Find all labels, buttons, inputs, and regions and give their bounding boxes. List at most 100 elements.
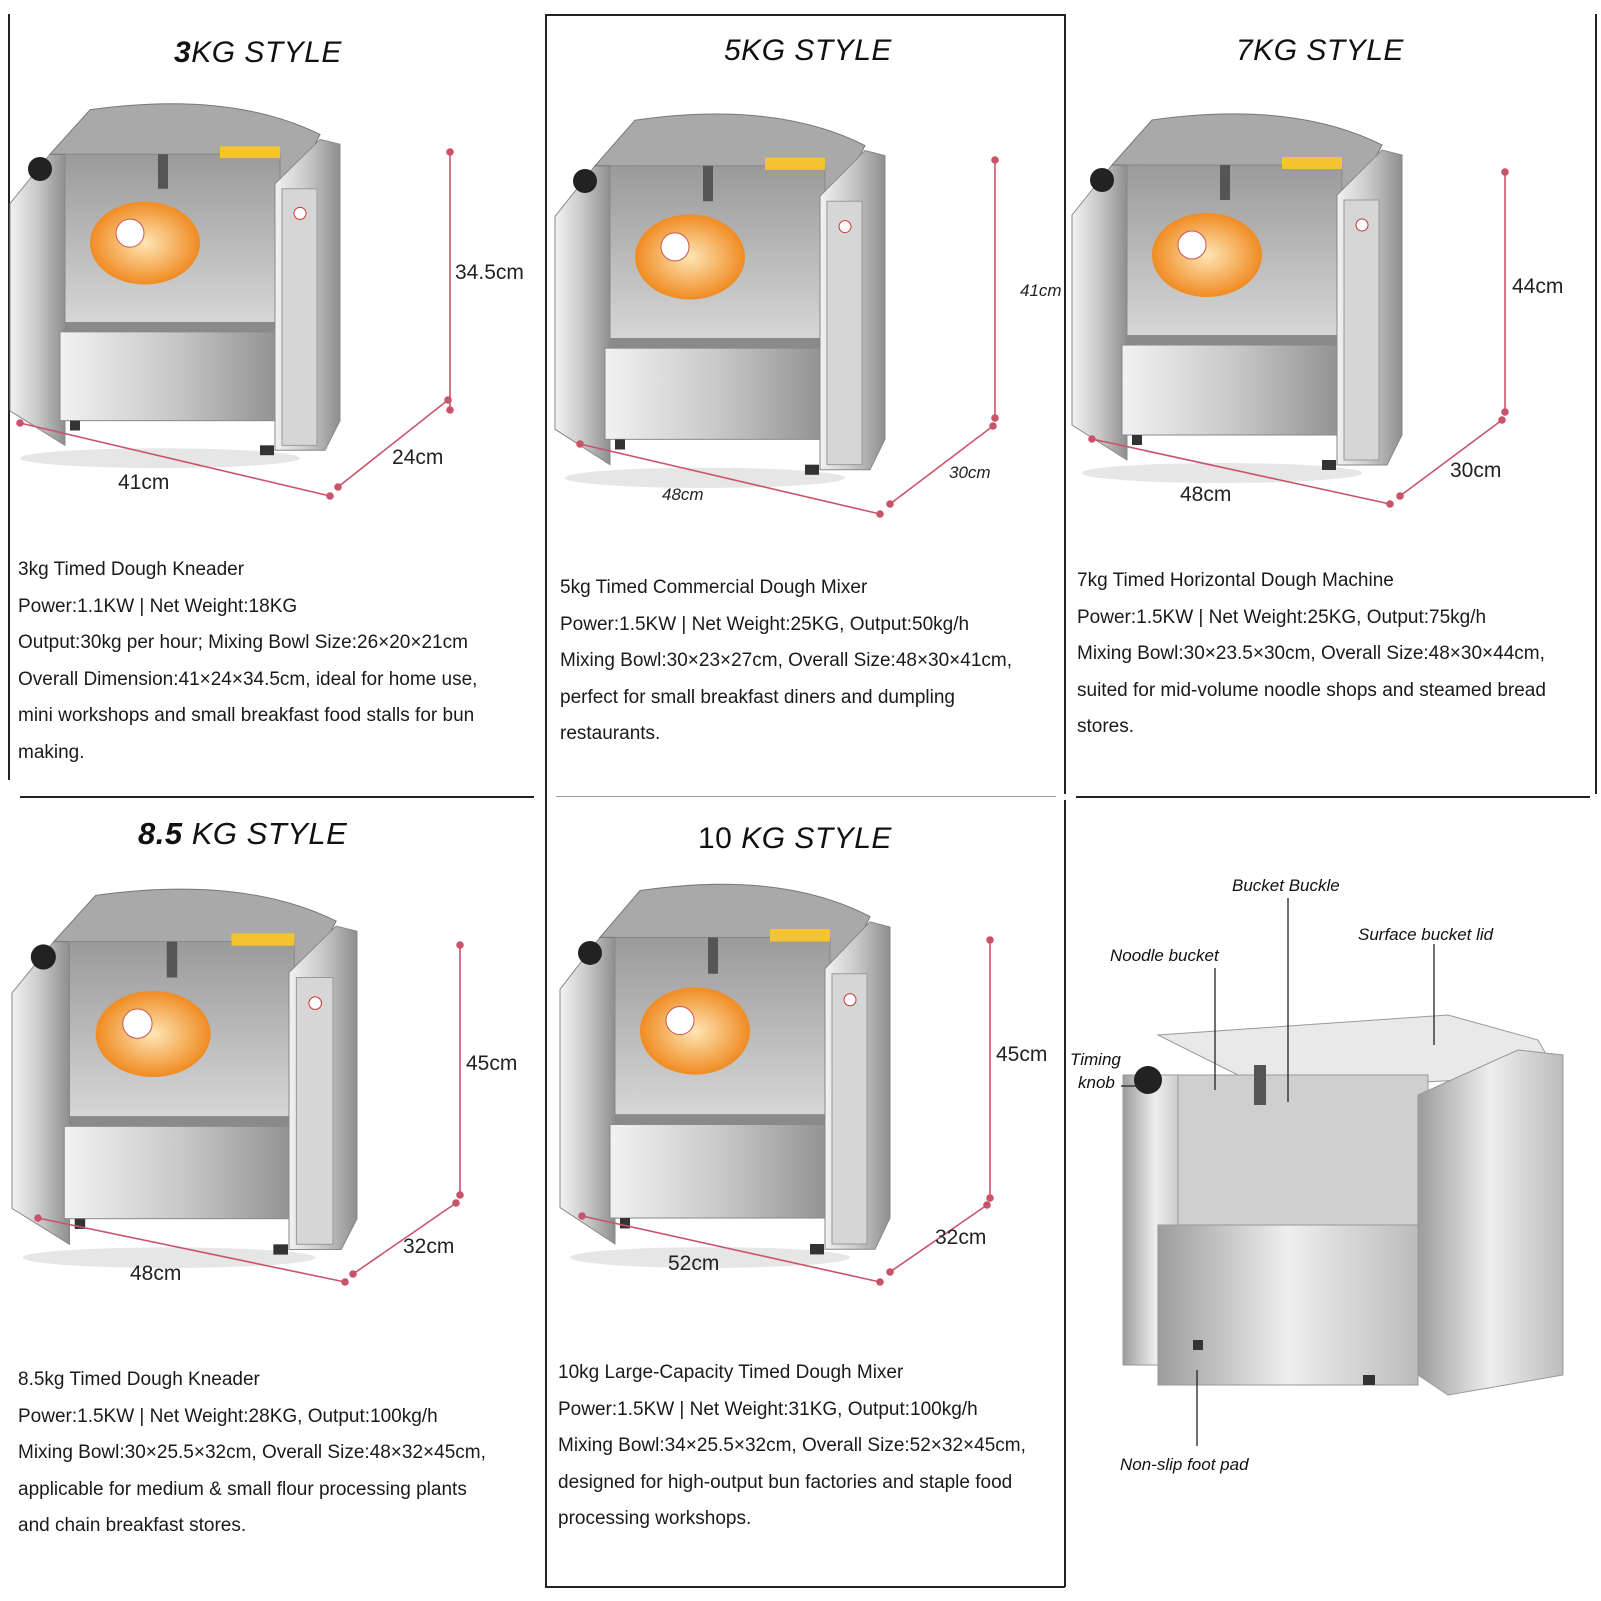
- panel-4-title: 8.5 KG STYLE: [138, 816, 348, 851]
- bucket-buckle: [1254, 1065, 1266, 1105]
- chef-mascot: [665, 1006, 695, 1036]
- panel-2-title: 5KG STYLE: [724, 34, 892, 67]
- panel-3-description: 7kg Timed Horizontal Dough Machine Power…: [1077, 563, 1546, 746]
- callout-noodle-bucket: Noodle bucket: [1110, 946, 1219, 965]
- panel-5-desc-line: 10kg Large-Capacity Timed Dough Mixer: [558, 1362, 904, 1383]
- dough-mixer-image-5kg: [554, 113, 886, 488]
- warning-label: [765, 157, 825, 170]
- control-panel: [1343, 199, 1380, 461]
- divider-h3: [1076, 796, 1590, 798]
- callout-bucket-buckle: Bucket Buckle: [1232, 876, 1340, 895]
- panel-2-desc-line: perfect for small breakfast diners and d…: [560, 686, 955, 708]
- control-panel: [281, 188, 318, 446]
- panel-5-title: 10 KG STYLE: [698, 822, 892, 855]
- timing-knob-icon: [573, 168, 597, 193]
- foot-pad: [1322, 460, 1336, 470]
- timing-knob-icon: [30, 944, 56, 970]
- shadow: [1082, 463, 1362, 483]
- divider-v-left: [8, 14, 10, 780]
- panel-1-description: 3kg Timed Dough Kneader Power:1.1KW | Ne…: [18, 552, 477, 771]
- front-panel: [59, 331, 286, 422]
- panel-2-desc-line: Mixing Bowl:30×23×27cm, Overall Size:48×…: [560, 650, 1013, 671]
- foot-pad: [615, 439, 625, 450]
- callout-foot-pad: Non-slip foot pad: [1120, 1455, 1249, 1474]
- panel-3-height-dim: 44cm: [1512, 275, 1564, 298]
- panel-5-desc-line: processing workshops.: [558, 1508, 752, 1529]
- bucket-buckle: [708, 937, 718, 974]
- timing-knob-icon: [1090, 168, 1114, 192]
- dough-mixer-image-10kg: [559, 883, 891, 1268]
- callout-timing-knob-line2: knob: [1078, 1073, 1115, 1092]
- divider-h-top: [545, 14, 1065, 16]
- panel-1-title: 3KG STYLE: [174, 36, 342, 69]
- panel-3-desc-line: Power:1.5KW | Net Weight:25KG, Output:75…: [1077, 606, 1487, 628]
- divider-v2: [1064, 14, 1066, 794]
- panel-4-desc-line: Mixing Bowl:30×25.5×32cm, Overall Size:4…: [18, 1442, 486, 1463]
- panel-2-description: 5kg Timed Commercial Dough Mixer Power:1…: [560, 570, 1012, 753]
- bucket-buckle: [158, 154, 168, 189]
- panel-3-desc-line: Mixing Bowl:30×23.5×30cm, Overall Size:4…: [1077, 643, 1545, 664]
- foot-pad: [810, 1244, 824, 1255]
- panel-4-desc-line: Power:1.5KW | Net Weight:28KG, Output:10…: [18, 1405, 438, 1427]
- foot-pad: [260, 445, 274, 456]
- bucket-buckle: [703, 165, 713, 202]
- status-indicator: [308, 996, 322, 1010]
- front-panel: [609, 1123, 836, 1219]
- divider-h-bottom: [545, 1586, 1065, 1588]
- foot-pad: [1363, 1375, 1375, 1385]
- brand-label: [95, 990, 211, 1078]
- dough-mixer-image-7kg: [1071, 113, 1403, 483]
- warning-label: [220, 146, 280, 159]
- panel-5-desc-line: designed for high-output bun factories a…: [558, 1471, 1013, 1493]
- front-panel: [1121, 344, 1348, 436]
- panel-4-desc-line: 8.5kg Timed Dough Kneader: [18, 1369, 260, 1390]
- control-panel: [295, 977, 334, 1245]
- panel-4-width-dim: 48cm: [130, 1262, 182, 1285]
- panel-4-depth-dim: 32cm: [403, 1235, 455, 1258]
- panel-5-description: 10kg Large-Capacity Timed Dough Mixer Po…: [558, 1355, 1026, 1538]
- chef-mascot: [122, 1008, 153, 1039]
- chef-mascot: [115, 218, 145, 248]
- brand-label: [635, 214, 745, 300]
- panel-3-desc-line: suited for mid-volume noodle shops and s…: [1077, 679, 1546, 701]
- status-indicator: [293, 206, 307, 220]
- brand-label: [640, 987, 750, 1075]
- bucket-buckle: [1220, 165, 1230, 200]
- divider-v1: [545, 14, 547, 1587]
- panel-4-desc-line: and chain breakfast stores.: [18, 1515, 247, 1536]
- panel-5-width-dim: 52cm: [668, 1252, 720, 1275]
- front-panel: [1157, 1224, 1419, 1386]
- timing-knob-icon: [578, 940, 602, 965]
- panel-3-desc-line: 7kg Timed Horizontal Dough Machine: [1077, 570, 1394, 591]
- shadow: [565, 467, 845, 488]
- panel-1-desc-line: making.: [18, 741, 85, 763]
- panel-1-desc-line: Output:30kg per hour; Mixing Bowl Size:2…: [18, 632, 468, 653]
- panel-4-desc-line: applicable for medium & small flour proc…: [18, 1478, 467, 1500]
- control-panel: [826, 200, 863, 466]
- callout-timing-knob-line1: Timing: [1070, 1050, 1121, 1069]
- foot-pad: [620, 1218, 630, 1229]
- warning-label: [231, 933, 295, 946]
- shadow: [22, 1247, 316, 1268]
- status-indicator: [838, 220, 852, 234]
- panel-1-height-dim: 34.5cm: [455, 261, 524, 284]
- panel-5-height-dim: 45cm: [996, 1043, 1048, 1066]
- chef-mascot: [1177, 230, 1207, 260]
- panel-2-desc-line: restaurants.: [560, 723, 661, 744]
- panel-2-height-dim: 41cm: [1020, 281, 1062, 300]
- panel-1-desc-line: Overall Dimension:41×24×34.5cm, ideal fo…: [18, 668, 478, 690]
- panel-1-desc-line: 3kg Timed Dough Kneader: [18, 559, 245, 580]
- panel-1-width-dim: 41cm: [118, 471, 170, 494]
- panel-2-desc-line: 5kg Timed Commercial Dough Mixer: [560, 577, 868, 598]
- dough-mixer-image-3kg: [9, 103, 341, 469]
- panel-4-description: 8.5kg Timed Dough Kneader Power:1.5KW | …: [18, 1362, 486, 1545]
- brand-label: [1152, 213, 1262, 297]
- brand-label: [90, 201, 200, 285]
- dough-mixer-detail-image: [1122, 1014, 1564, 1396]
- panel-1-desc-line: Power:1.1KW | Net Weight:18KG: [18, 595, 298, 617]
- warning-label: [770, 929, 830, 942]
- foot-pad: [805, 464, 819, 475]
- panel-2-width-dim: 48cm: [662, 485, 704, 504]
- control-panel: [831, 973, 868, 1245]
